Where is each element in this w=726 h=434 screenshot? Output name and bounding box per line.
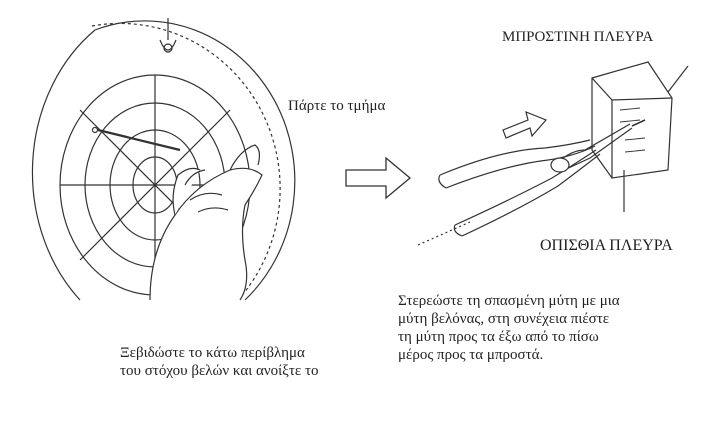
take-part-label: Πάρτε το τμήμα xyxy=(288,97,385,115)
dartboard-with-hand-icon xyxy=(32,18,294,300)
right-caption: Στερεώστε τη σπασμένη μύτη με μια μύτη β… xyxy=(398,292,620,364)
back-side-label: ΟΠΙΣΘΙΑ ΠΛΕΥΡΑ xyxy=(540,237,673,255)
pliers-and-tip-holder-icon xyxy=(418,62,688,245)
left-caption: Ξεβιδώστε το κάτω περίβλημα του στόχου β… xyxy=(120,344,318,380)
front-side-label: ΜΠΡΟΣΤΙΝΗ ΠΛΕΥΡΑ xyxy=(502,28,653,46)
right-arrow-icon xyxy=(346,158,410,198)
